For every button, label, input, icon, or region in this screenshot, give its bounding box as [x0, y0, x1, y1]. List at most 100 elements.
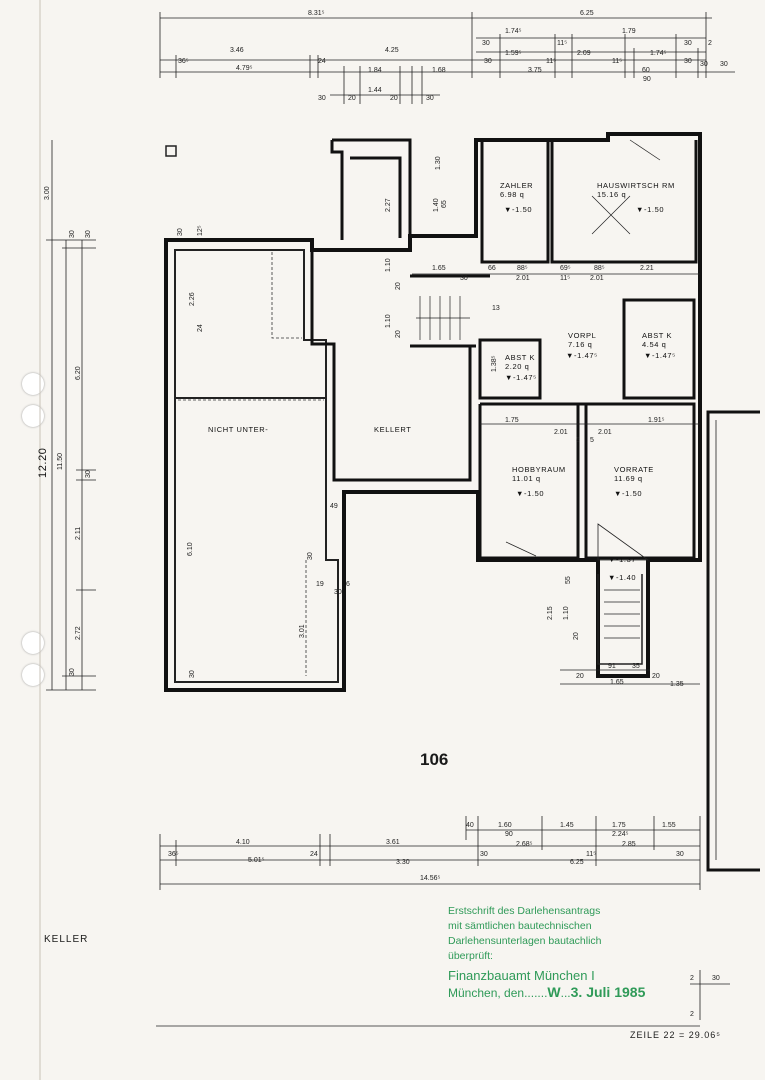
- svg-text:30: 30: [700, 61, 708, 68]
- svg-text:1.65: 1.65: [432, 265, 446, 272]
- svg-text:20: 20: [576, 673, 584, 680]
- svg-text:35: 35: [632, 663, 640, 670]
- room-nicht-unter: NICHT UNTER-: [208, 425, 268, 434]
- svg-text:91: 91: [608, 663, 616, 670]
- svg-text:30: 30: [684, 58, 692, 65]
- room-abst-k-left: ABST K 2.20 q ▼-1.47⁵: [505, 353, 537, 382]
- svg-text:2.27: 2.27: [385, 198, 392, 212]
- svg-text:1.74⁵: 1.74⁵: [505, 28, 522, 35]
- svg-text:1.30: 1.30: [435, 156, 442, 170]
- svg-text:4.10: 4.10: [236, 839, 250, 846]
- room-vorpl: VORPL 7.16 q ▼-1.47⁵: [566, 331, 597, 360]
- stamp-line-4: überprüft:: [448, 950, 493, 962]
- svg-text:2.85: 2.85: [622, 841, 636, 848]
- svg-text:▼-1.50: ▼-1.50: [636, 205, 664, 214]
- svg-text:2.24⁵: 2.24⁵: [612, 831, 629, 838]
- svg-text:30: 30: [69, 230, 76, 238]
- svg-text:2.21: 2.21: [640, 265, 654, 272]
- floor-label: KELLER: [44, 934, 89, 945]
- svg-text:2: 2: [690, 975, 694, 982]
- svg-text:36⁵: 36⁵: [178, 58, 189, 65]
- svg-text:20: 20: [395, 330, 402, 338]
- svg-text:1.68: 1.68: [432, 67, 446, 74]
- svg-text:30: 30: [484, 58, 492, 65]
- svg-text:15.16 q: 15.16 q: [597, 190, 626, 199]
- svg-text:40: 40: [466, 822, 474, 829]
- svg-text:30: 30: [318, 95, 326, 102]
- svg-text:24: 24: [318, 58, 326, 65]
- svg-text:6.25: 6.25: [580, 10, 594, 17]
- stair-level-2: ▼-1.40: [608, 573, 636, 582]
- svg-text:6.98 q: 6.98 q: [500, 190, 524, 199]
- svg-text:11⁵: 11⁵: [560, 275, 570, 282]
- svg-text:30: 30: [684, 40, 692, 47]
- svg-text:65: 65: [441, 200, 448, 208]
- svg-text:HAUSWIRTSCH RM: HAUSWIRTSCH RM: [597, 181, 675, 190]
- svg-text:3.30: 3.30: [396, 859, 410, 866]
- svg-text:2.20 q: 2.20 q: [505, 362, 529, 371]
- svg-text:2.15: 2.15: [547, 606, 554, 620]
- svg-text:24: 24: [310, 851, 318, 858]
- svg-text:4.25: 4.25: [385, 47, 399, 54]
- svg-text:3.46: 3.46: [230, 47, 244, 54]
- svg-text:▼-1.50: ▼-1.50: [516, 489, 544, 498]
- inner-dimensions: 1.65 30 66 88⁵ 69⁵ 88⁵ 2.21 2.01 11⁵ 2.0…: [177, 156, 700, 688]
- svg-text:1.45: 1.45: [560, 822, 574, 829]
- svg-text:1.10: 1.10: [563, 606, 570, 620]
- svg-text:1.75: 1.75: [505, 417, 519, 424]
- svg-text:90: 90: [643, 76, 651, 83]
- svg-text:30: 30: [720, 61, 728, 68]
- svg-text:1.38⁵: 1.38⁵: [491, 355, 498, 372]
- svg-text:49: 49: [330, 503, 338, 510]
- svg-text:▼-1.50: ▼-1.50: [614, 489, 642, 498]
- svg-text:12⁵: 12⁵: [197, 225, 204, 236]
- room-vorrate: VORRATE 11.69 q ▼-1.50: [614, 465, 653, 498]
- svg-text:90: 90: [505, 831, 513, 838]
- svg-text:ABST K: ABST K: [642, 331, 672, 340]
- punch-hole-4: [22, 664, 44, 686]
- walls: [164, 132, 760, 872]
- svg-text:2.68⁵: 2.68⁵: [516, 841, 533, 848]
- svg-text:5.01⁵: 5.01⁵: [248, 857, 265, 864]
- svg-text:1.55: 1.55: [662, 822, 676, 829]
- svg-text:6: 6: [346, 581, 350, 588]
- svg-text:30: 30: [189, 670, 196, 678]
- svg-text:▼-1.47⁵: ▼-1.47⁵: [505, 373, 537, 382]
- svg-text:6.10: 6.10: [187, 542, 194, 556]
- bottom-dimension-chains: 40 1.60 90 1.45 1.75 2.24⁵ 1.55 4.10 3.6…: [159, 816, 701, 890]
- svg-text:13: 13: [492, 305, 500, 312]
- svg-text:4.79⁵: 4.79⁵: [236, 65, 253, 72]
- svg-text:▼-1.50: ▼-1.50: [504, 205, 532, 214]
- stamp-dateline: München, den.......W...3. Juli 1985: [448, 984, 646, 1001]
- punch-hole-2: [22, 405, 44, 427]
- svg-text:4.54 q: 4.54 q: [642, 340, 666, 349]
- svg-text:3.75: 3.75: [528, 67, 542, 74]
- svg-text:30: 30: [334, 589, 342, 596]
- svg-text:20: 20: [348, 95, 356, 102]
- svg-text:20: 20: [395, 282, 402, 290]
- svg-text:88⁵: 88⁵: [594, 265, 605, 272]
- svg-text:11⁵: 11⁵: [586, 851, 596, 858]
- svg-text:1.10: 1.10: [385, 258, 392, 272]
- punch-hole-1: [22, 373, 44, 395]
- room-zahler: ZAHLER 6.98 q ▼-1.50: [500, 181, 533, 214]
- svg-text:5: 5: [576, 437, 580, 444]
- svg-text:1.74⁵: 1.74⁵: [650, 50, 667, 57]
- svg-text:1.44: 1.44: [368, 87, 382, 94]
- svg-text:2.01: 2.01: [590, 275, 604, 282]
- svg-text:7.16 q: 7.16 q: [568, 340, 592, 349]
- svg-text:11⁵: 11⁵: [612, 58, 622, 65]
- svg-text:1.40: 1.40: [433, 198, 440, 212]
- svg-text:11⁵: 11⁵: [546, 58, 556, 65]
- svg-text:1.65: 1.65: [610, 679, 624, 686]
- svg-text:1.35: 1.35: [670, 681, 684, 688]
- svg-text:11.69 q: 11.69 q: [614, 474, 643, 483]
- svg-text:36⁵: 36⁵: [168, 851, 179, 858]
- dim-top-total: 8.31⁵: [308, 10, 325, 17]
- svg-text:20: 20: [652, 673, 660, 680]
- svg-text:55: 55: [565, 576, 572, 584]
- svg-text:30: 30: [482, 40, 490, 47]
- svg-text:20: 20: [390, 95, 398, 102]
- svg-text:20: 20: [573, 632, 580, 640]
